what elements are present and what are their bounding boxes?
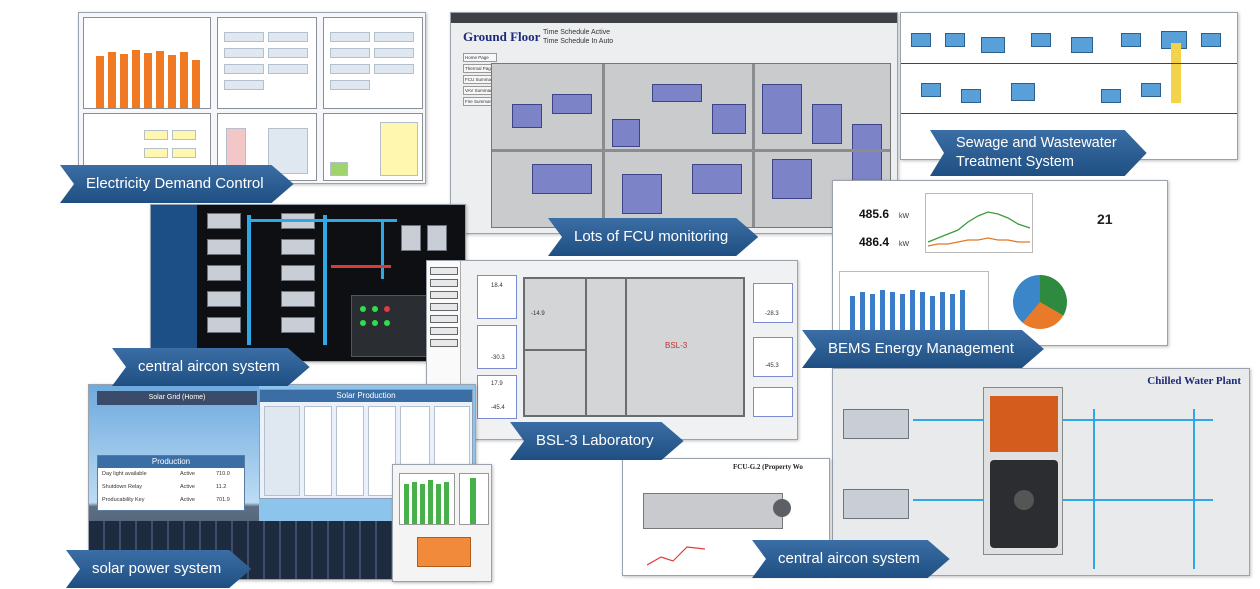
production-row-label: Producability Key (102, 497, 145, 503)
bsl-temp-2: 17.9 (491, 381, 503, 387)
bsl-pressure-4: -28.3 (765, 311, 779, 317)
chart-bar (108, 52, 116, 108)
bsl-temp-1: 18.4 (491, 283, 503, 289)
fcu-floor-title: Ground Floor (463, 29, 541, 44)
solar-tab[interactable]: Solar Grid (Home) (97, 391, 257, 405)
bems-pie-chart (1013, 275, 1067, 329)
bsl-pressure-2: -30.3 (491, 355, 505, 361)
solar-production-box: Production Day light available Active 71… (97, 455, 245, 511)
chart-bar (156, 51, 164, 108)
banner-bsl3: BSL-3 Laboratory (510, 422, 684, 460)
production-row-value: 11.2 (216, 484, 227, 490)
fcu-floor-plan (491, 63, 891, 228)
fcu-menu-item[interactable]: Home Page (463, 53, 497, 62)
fcu-top-bar (451, 13, 897, 23)
bsl-room-label: BSL-3 (665, 341, 688, 350)
fcu-g2-trend (647, 546, 706, 566)
production-row-state: Active (180, 497, 195, 503)
fcu-schedule-active: Time Schedule Active (543, 29, 611, 36)
bems-line-svg (927, 211, 1031, 247)
chart-bar (192, 60, 200, 108)
aircon-left-sidebar (151, 205, 197, 361)
fcu-monitoring-panel: Ground Floor Time Schedule Active Time S… (450, 12, 898, 234)
banner-aircon-right: central aircon system (752, 540, 950, 578)
chart-bar (132, 50, 140, 108)
bems-bar-chart (839, 271, 989, 331)
electricity-demand-panel (78, 12, 426, 184)
chilled-title: Chilled Water Plant (1147, 375, 1241, 387)
solar-table-title: Solar Production (260, 390, 472, 402)
demand-table-b (323, 17, 423, 109)
chart-bar (180, 52, 188, 108)
vfd-keypad (983, 387, 1063, 555)
bsl3-lab-panel: BSL-3 18.4 -30.3 17.9 -45.4 -14.9 -28.3 … (426, 260, 798, 440)
bems-energy-panel: 485.6 kW 486.4 kW 21 (832, 180, 1168, 346)
banner-sewage-line2: Treatment System (956, 154, 1074, 170)
production-title: Production (98, 456, 244, 468)
bsl-left-readings: 18.4 -30.3 17.9 -45.4 (477, 275, 517, 425)
banner-aircon-left: central aircon system (112, 348, 310, 386)
chart-bar (144, 53, 152, 108)
banner-electricity: Electricity Demand Control (60, 165, 294, 203)
bar-monitor-panel (392, 464, 492, 582)
chart-bar (96, 56, 104, 108)
bsl-pressure-3: -45.4 (491, 405, 505, 411)
fcu-g2-title: FCU-G.2 (Property Wo (733, 463, 803, 471)
solar-power-panel: Solar Grid (Home) Solar Production Produ… (88, 384, 476, 580)
chart-bar (120, 54, 128, 108)
fcu-schedule-auto: Time Schedule In Auto (543, 38, 614, 45)
banner-sewage-line1: Sewage and Wastewater (956, 135, 1117, 151)
bsl-pressure-5: -45.3 (765, 363, 779, 369)
bems-weather-value: 21 (1097, 211, 1113, 227)
bems-reading-2-unit: kW (899, 241, 910, 248)
bsl-right-readings: -28.3 -45.3 (753, 283, 793, 423)
demand-table-a (217, 17, 317, 109)
bsl-floor-plan: BSL-3 (523, 277, 745, 417)
banner-sewage: Sewage and Wastewater Treatment System (930, 130, 1147, 176)
production-row-value: 710.0 (216, 471, 230, 477)
chart-bar (168, 55, 176, 108)
banner-bems: BEMS Energy Management (802, 330, 1044, 368)
production-row-value: 701.9 (216, 497, 230, 503)
production-row-label: Day light available (102, 471, 147, 477)
production-row-state: Active (180, 484, 195, 490)
bems-line-chart (925, 193, 1033, 253)
demand-table-d (323, 113, 423, 181)
banner-solar: solar power system (66, 550, 251, 588)
bsl-pressure-1: -14.9 (531, 311, 545, 317)
demand-chart-box (83, 17, 211, 109)
production-row-state: Active (180, 471, 195, 477)
bems-reading-1: 485.6 (859, 207, 890, 221)
bems-reading-1-unit: kW (899, 213, 910, 220)
banner-fcu: Lots of FCU monitoring (548, 218, 758, 256)
production-row-label: Shutdown Relay (102, 484, 143, 490)
central-aircon-left-panel (150, 204, 466, 362)
bems-reading-2: 486.4 (859, 235, 890, 249)
fcu-side-menu: Home Page Thermal Page FCU Summary VAV S… (463, 53, 497, 113)
